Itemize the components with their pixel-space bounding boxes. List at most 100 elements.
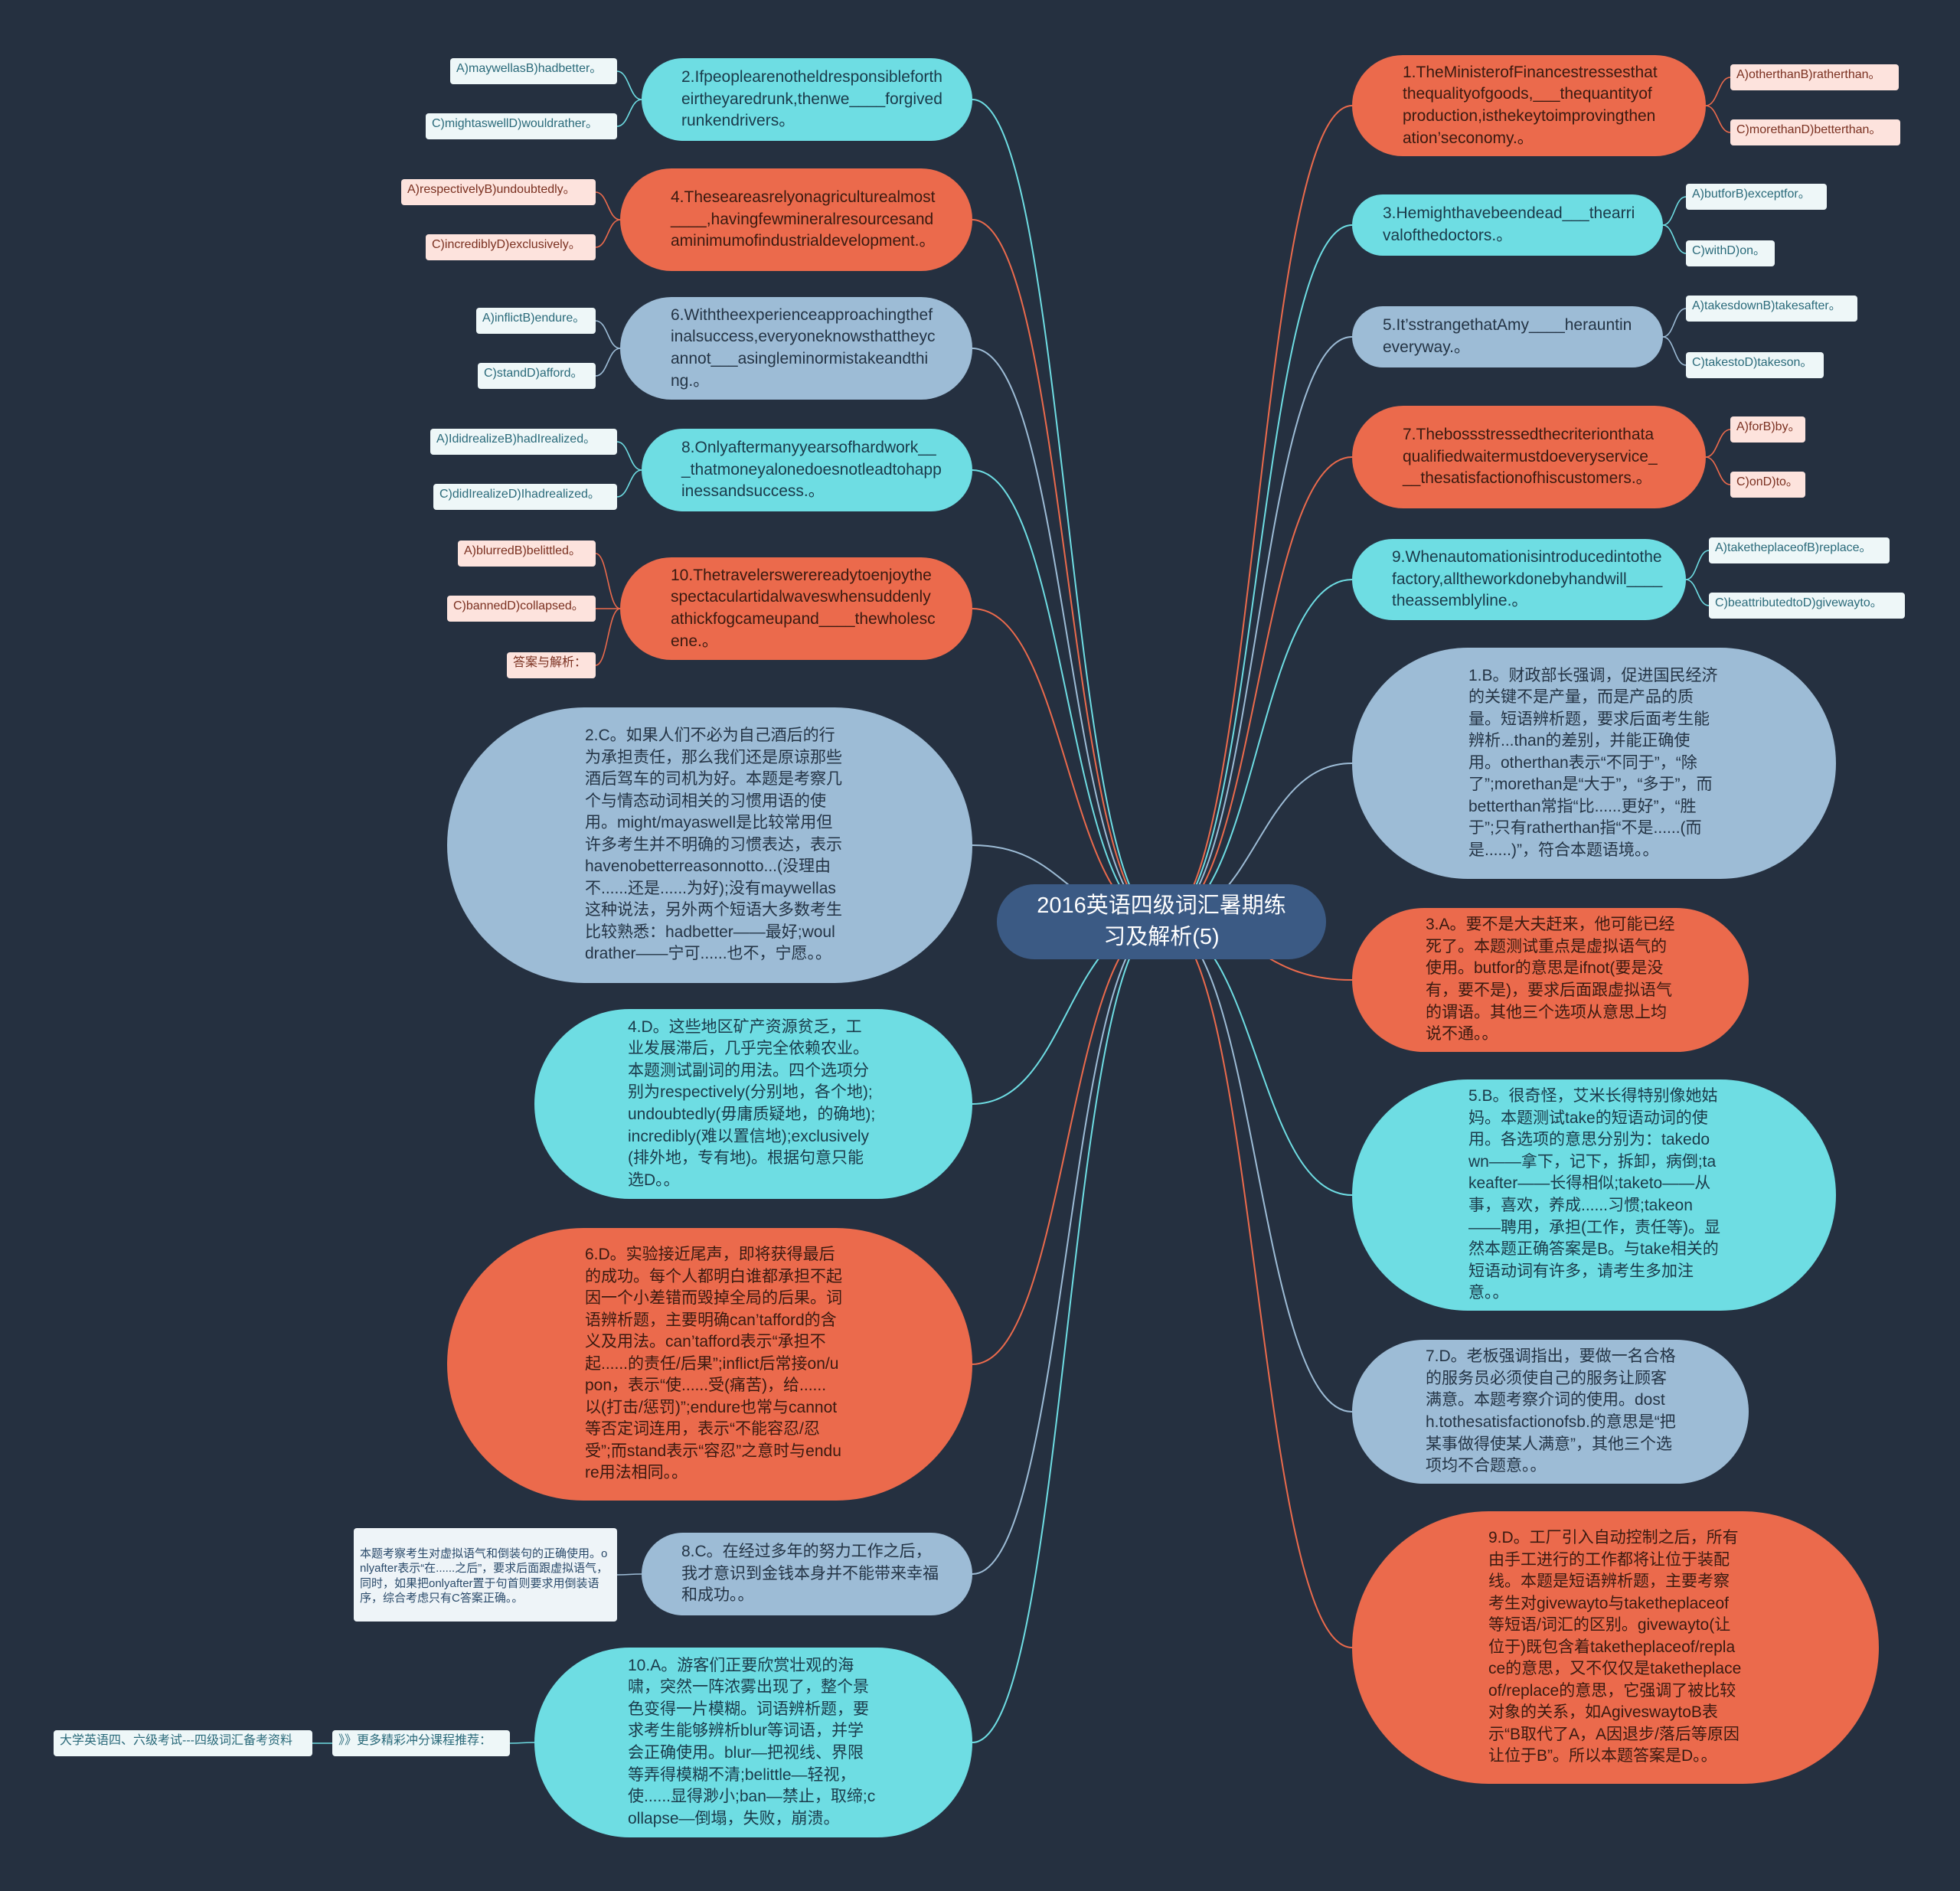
topic-text: 3.A。要不是大夫赶来，他可能已经死了。本题测试重点是虚拟语气的使用。butfo… <box>1426 916 1675 1043</box>
connector <box>1705 77 1731 106</box>
connector <box>1685 579 1710 606</box>
connector <box>972 921 1162 1743</box>
topic-a2[interactable]: 2.C。如果人们不必为自己酒后的行为承担责任，那么我们还是原谅那些酒后驾车的司机… <box>447 707 972 983</box>
topic-text: 3.Hemighthavebeendead___thearrivalofthed… <box>1383 204 1635 244</box>
connector <box>595 219 621 248</box>
topic-q10[interactable]: 10.Thetravelerswerereadytoenjoythespecta… <box>620 557 972 660</box>
topic-a3[interactable]: 3.A。要不是大夫赶来，他可能已经死了。本题测试重点是虚拟语气的使用。butfo… <box>1352 908 1749 1052</box>
option-q8-ab[interactable]: A)IdidrealizeB)hadIrealized。 <box>430 429 617 455</box>
option-q6-cd[interactable]: C)standD)afford。 <box>478 363 596 389</box>
topic-text: 10.A。游客们正要欣赏壮观的海啸，突然一阵浓雾出现了，整个景色变得一片模糊。词… <box>628 1656 876 1827</box>
option-q5-ab[interactable]: A)takesdownB)takesafter。 <box>1686 296 1857 322</box>
connector <box>1662 336 1687 366</box>
topic-q5[interactable]: 5.It’sstrangethatAmy____herauntineverywa… <box>1352 306 1663 367</box>
option-q3-ab[interactable]: A)butforB)exceptfor。 <box>1686 184 1827 210</box>
topic-q3[interactable]: 3.Hemighthavebeendead___thearrivalofthed… <box>1352 194 1663 256</box>
topic-text: 5.It’sstrangethatAmy____herauntineverywa… <box>1383 316 1632 356</box>
topic-text: 7.Thebossstressedthecriterionthataqualif… <box>1403 426 1658 488</box>
topic-text: 2.C。如果人们不必为自己酒后的行为承担责任，那么我们还是原谅那些酒后驾车的司机… <box>585 726 842 963</box>
central-topic[interactable]: 2016英语四级词汇暑期练习及解析(5) <box>997 884 1326 959</box>
connector <box>1161 921 1353 1413</box>
connector <box>972 348 1162 923</box>
connector <box>595 608 621 666</box>
option-q9-cd[interactable]: C)beattributedtoD)givewayto。 <box>1709 593 1905 619</box>
topic-a6[interactable]: 6.D。实验接近尾声，即将获得最后的成功。每个人都明白谁都承担不起因一个小差错而… <box>447 1228 972 1501</box>
connector <box>1662 196 1687 226</box>
connector <box>972 608 1162 923</box>
connector <box>1161 224 1353 923</box>
topic-a1[interactable]: 1.B。财政部长强调，促进国民经济的关键不是产量，而是产品的质量。短语辨析题，要… <box>1352 648 1836 879</box>
topic-a5[interactable]: 5.B。很奇怪，艾米长得特别像她姑妈。本题测试take的短语动词的使用。各选项的… <box>1352 1079 1836 1311</box>
topic-text: 6.D。实验接近尾声，即将获得最后的成功。每个人都明白谁都承担不起因一个小差错而… <box>585 1245 842 1482</box>
connector <box>972 921 1162 1365</box>
topic-text: 1.B。财政部长强调，促进国民经济的关键不是产量，而是产品的质量。短语辨析题，要… <box>1468 666 1718 859</box>
central-topic-title: 2016英语四级词汇暑期练习及解析(5) <box>1037 893 1286 949</box>
option-q3-cd[interactable]: C)withD)on。 <box>1686 240 1775 266</box>
connector <box>1161 105 1353 923</box>
option-q7-ab[interactable]: A)forB)by。 <box>1730 416 1805 443</box>
connector <box>1161 456 1353 923</box>
topic-text: 7.D。老板强调指出，要做一名合格的服务员必须使自己的服务让顾客满意。本题考察介… <box>1426 1347 1676 1475</box>
connector <box>509 1742 535 1744</box>
connector <box>616 70 642 100</box>
option-q7-cd[interactable]: C)onD)to。 <box>1730 472 1805 498</box>
topic-text: 4.Theseareasrelyonagriculturealmost____,… <box>671 188 936 250</box>
connector <box>595 191 621 220</box>
option-q2-cd[interactable]: C)mightaswellD)wouldrather。 <box>426 113 617 139</box>
connector <box>616 441 642 471</box>
connector <box>595 320 621 349</box>
topic-a7[interactable]: 7.D。老板强调指出，要做一名合格的服务员必须使自己的服务让顾客满意。本题考察介… <box>1352 1340 1749 1484</box>
topic-a8[interactable]: 8.C。在经过多年的努力工作之后，我才意识到金钱本身并不能带来幸福和成功。。 <box>642 1533 972 1615</box>
option-q10-ab[interactable]: A)blurredB)belittled。 <box>458 541 596 567</box>
topic-a9[interactable]: 9.D。工厂引入自动控制之后，所有由手工进行的工作都将让位于装配线。本题是短语辨… <box>1352 1511 1879 1784</box>
option-q4-ab[interactable]: A)respectivelyB)undoubtedly。 <box>401 179 596 205</box>
connector <box>1705 456 1731 485</box>
connector <box>595 553 621 609</box>
option-q1-ab[interactable]: A)otherthanB)ratherthan。 <box>1730 64 1899 90</box>
topic-q6[interactable]: 6.Withtheexperienceapproachingthefinalsu… <box>620 297 972 400</box>
topic-q8[interactable]: 8.Onlyaftermanyyearsofhardwork___thatmon… <box>642 429 972 511</box>
option-q9-ab[interactable]: A)taketheplaceofB)replace。 <box>1709 537 1890 563</box>
option-q10-cd[interactable]: C)bannedD)collapsed。 <box>447 596 596 622</box>
connector <box>1161 336 1353 923</box>
topic-text: 9.D。工厂引入自动控制之后，所有由手工进行的工作都将让位于装配线。本题是短语辨… <box>1488 1528 1742 1765</box>
connector <box>1161 921 1353 1648</box>
topic-text: 6.Withtheexperienceapproachingthefinalsu… <box>671 305 936 390</box>
topic-text: 2.Ifpeoplearenotheldresponsiblefortheirt… <box>681 68 942 130</box>
connector <box>616 1573 642 1576</box>
topic-text: 4.D。这些地区矿产资源贫乏，工业发展滞后，几乎完全依赖农业。本题测试副词的用法… <box>628 1017 876 1189</box>
connector <box>972 219 1162 923</box>
option-q1-cd[interactable]: C)morethanD)betterthan。 <box>1730 119 1900 145</box>
topic-q7[interactable]: 7.Thebossstressedthecriterionthataqualif… <box>1352 406 1706 508</box>
connector <box>1705 105 1731 133</box>
topic-text: 1.TheMinisterofFinancestressesthatthequa… <box>1403 63 1658 147</box>
course-recommend-link[interactable]: 》》更多精彩冲分课程推荐： <box>332 1730 510 1756</box>
connector <box>972 921 1162 1575</box>
option-q6-ab[interactable]: A)inflictB)endure。 <box>476 308 596 334</box>
connector <box>1705 429 1731 458</box>
connector <box>1161 921 1353 1196</box>
answer-label[interactable]: 答案与解析： <box>507 652 596 678</box>
topic-text: 10.Thetravelerswerereadytoenjoythespecta… <box>671 566 936 650</box>
topic-q1[interactable]: 1.TheMinisterofFinancestressesthatthequa… <box>1352 55 1706 156</box>
connector <box>972 99 1162 923</box>
connector <box>616 469 642 498</box>
topic-a10[interactable]: 10.A。游客们正要欣赏壮观的海啸，突然一阵浓雾出现了，整个景色变得一片模糊。词… <box>534 1648 972 1837</box>
option-q8-cd[interactable]: C)didIrealizeD)Ihadrealized。 <box>433 484 617 510</box>
option-q5-cd[interactable]: C)takestoD)takeson。 <box>1686 352 1824 378</box>
vocab-materials-link[interactable]: 大学英语四、六级考试---四级词汇备考资料 <box>54 1730 312 1756</box>
connector <box>1685 550 1710 580</box>
topic-a4[interactable]: 4.D。这些地区矿产资源贫乏，工业发展滞后，几乎完全依赖农业。本题测试副词的用法… <box>534 1009 972 1199</box>
topic-q2[interactable]: 2.Ifpeoplearenotheldresponsiblefortheirt… <box>642 58 972 141</box>
explanation-a8[interactable]: 本题考察考生对虚拟语气和倒装句的正确使用。onlyafter表示“在......… <box>354 1528 617 1622</box>
connector <box>1662 308 1687 338</box>
topic-q4[interactable]: 4.Theseareasrelyonagriculturealmost____,… <box>620 168 972 271</box>
connector <box>1662 224 1687 254</box>
topic-text: 5.B。很奇怪，艾米长得特别像她姑妈。本题测试take的短语动词的使用。各选项的… <box>1468 1087 1720 1302</box>
topic-text: 8.Onlyaftermanyyearsofhardwork___thatmon… <box>681 439 942 501</box>
connector <box>595 348 621 377</box>
option-q2-ab[interactable]: A)maywellasB)hadbetter。 <box>450 58 617 84</box>
topic-text: 8.C。在经过多年的努力工作之后，我才意识到金钱本身并不能带来幸福和成功。。 <box>681 1543 939 1605</box>
option-q4-cd[interactable]: C)incrediblyD)exclusively。 <box>426 234 596 260</box>
topic-q9[interactable]: 9.Whenautomationisintroducedintothefacto… <box>1352 539 1686 620</box>
